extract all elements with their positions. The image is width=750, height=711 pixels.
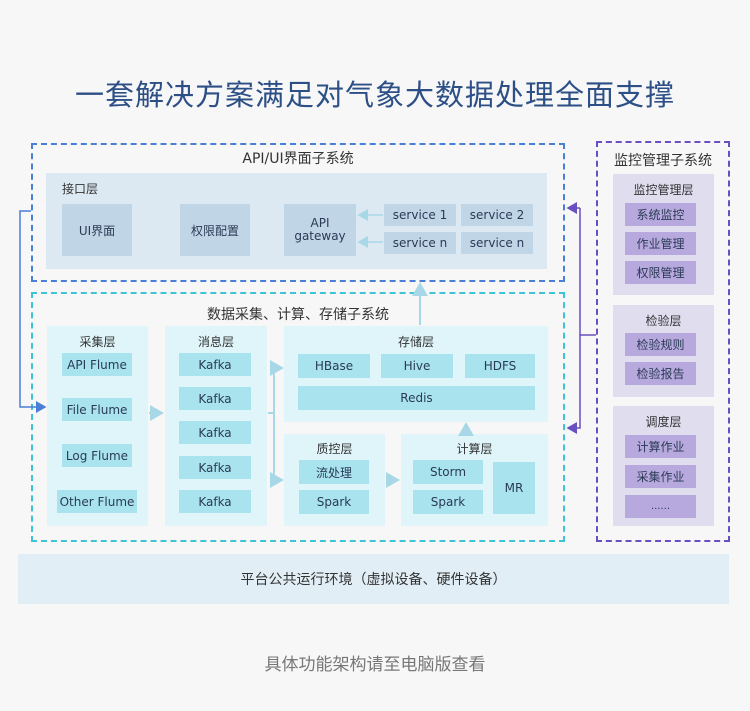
- service-box: service n: [461, 232, 533, 254]
- hdfs-box: HDFS: [465, 354, 535, 378]
- mr-box: MR: [493, 462, 535, 514]
- inspection-layer-title: 检验层: [645, 314, 682, 328]
- quality-layer-title: 质控层: [316, 442, 353, 456]
- kafka-box: Kafka: [179, 456, 251, 479]
- monitor-connector-line: [579, 208, 596, 336]
- flume-box: File Flume: [62, 398, 132, 421]
- kafka-box: Kafka: [179, 353, 251, 376]
- storm-box: Storm: [413, 460, 483, 484]
- page-title: 一套解决方案满足对气象大数据处理全面支撑: [74, 78, 675, 112]
- schedule-layer-title: 调度层: [645, 415, 682, 429]
- message-to-quality-arrow: [270, 413, 284, 488]
- api-ui-subsystem: [31, 143, 565, 282]
- system-monitor-box: 系统监控: [625, 203, 696, 226]
- api-gateway-line1: API: [310, 216, 330, 230]
- service-box: service n: [384, 232, 456, 254]
- platform-bar: 平台公共运行环境（虚拟设备、硬件设备）: [18, 554, 729, 604]
- monitor-to-data-arrow: [566, 335, 581, 434]
- kafka-box: Kafka: [179, 421, 251, 444]
- kafka-box: Kafka: [179, 387, 251, 410]
- kafka-box: Kafka: [179, 490, 251, 513]
- api-to-collect-arrow: [19, 210, 47, 413]
- inspection-rule-box: 检验规则: [625, 333, 696, 356]
- flume-box: Log Flume: [62, 444, 132, 467]
- api-gateway-line2: gateway: [294, 229, 346, 243]
- redis-box: Redis: [298, 386, 535, 410]
- interface-layer-title: 接口层: [62, 182, 99, 196]
- spark-box: Spark: [413, 490, 483, 514]
- more-jobs-box: ......: [625, 495, 696, 518]
- monitor-subsystem: [596, 141, 730, 542]
- permission-config-box: 权限配置: [180, 204, 250, 256]
- hbase-box: HBase: [298, 354, 370, 378]
- monitor-mgmt-layer-title: 监控管理层: [633, 183, 694, 197]
- hive-box: Hive: [381, 354, 453, 378]
- job-mgmt-box: 作业管理: [625, 232, 696, 255]
- compute-job-box: 计算作业: [625, 435, 696, 458]
- compute-layer-title: 计算层: [456, 442, 493, 456]
- service-box: service 1: [384, 204, 456, 226]
- api-ui-subsystem-title: API/UI界面子系统: [242, 151, 354, 167]
- data-subsystem: [31, 292, 565, 542]
- flume-box: Other Flume: [57, 490, 137, 513]
- flume-box: API Flume: [62, 353, 132, 376]
- api-gateway-box: API gateway: [284, 204, 356, 256]
- collect-layer-title: 采集层: [79, 335, 116, 349]
- monitor-subsystem-title: 监控管理子系统: [614, 153, 712, 169]
- ui-box: UI界面: [62, 204, 132, 256]
- storage-layer-title: 存储层: [397, 335, 434, 349]
- spark-box: Spark: [299, 490, 369, 514]
- stream-processing-box: 流处理: [299, 460, 369, 484]
- message-to-storage-arrow: [268, 360, 284, 414]
- inspection-report-box: 检验报告: [625, 362, 696, 385]
- message-layer-title: 消息层: [197, 335, 234, 349]
- service-box: service 2: [461, 204, 533, 226]
- data-subsystem-title: 数据采集、计算、存储子系统: [207, 307, 389, 323]
- collect-job-box: 采集作业: [625, 465, 696, 488]
- footer-note: 具体功能架构请至电脑版查看: [264, 655, 486, 675]
- permission-mgmt-box: 权限管理: [625, 261, 696, 284]
